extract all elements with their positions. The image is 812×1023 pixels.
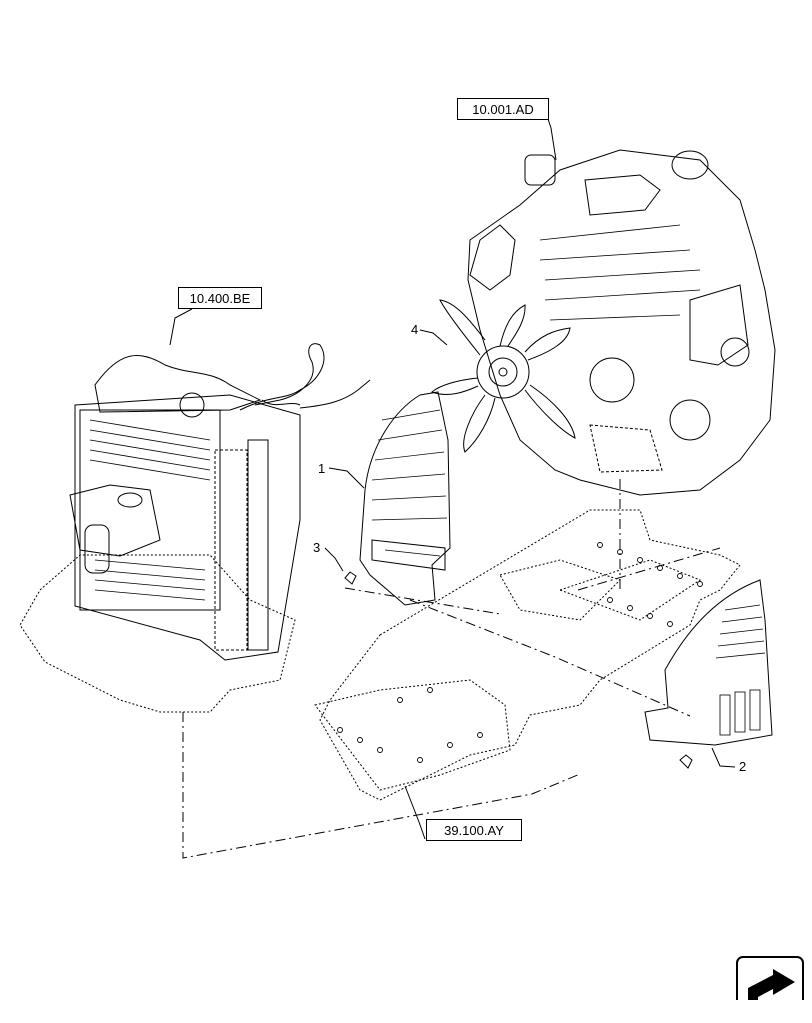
- callout-1: 1: [318, 461, 326, 476]
- navigation-button[interactable]: [737, 957, 803, 1023]
- cooling-package: [19, 343, 371, 713]
- leader-lines: [169, 115, 736, 840]
- arrow-box-icon: [736, 956, 804, 1000]
- callout-4: 4: [411, 322, 419, 337]
- fan: [431, 299, 576, 453]
- shield-left: [344, 391, 451, 606]
- callout-2: 2: [739, 759, 747, 774]
- frame-reference-label[interactable]: 39.100.AY: [426, 819, 522, 841]
- engine-assembly: [431, 149, 776, 496]
- callout-3: 3: [313, 540, 321, 555]
- frame-chassis: [314, 509, 741, 801]
- engine-reference-label[interactable]: 10.001.AD: [457, 98, 549, 120]
- cooling-package-reference-label[interactable]: 10.400.BE: [178, 287, 262, 309]
- shield-right: [644, 579, 773, 769]
- alignment-lines: [182, 479, 721, 859]
- frame-holes: [337, 542, 703, 763]
- exploded-parts-diagram: [19, 115, 804, 1000]
